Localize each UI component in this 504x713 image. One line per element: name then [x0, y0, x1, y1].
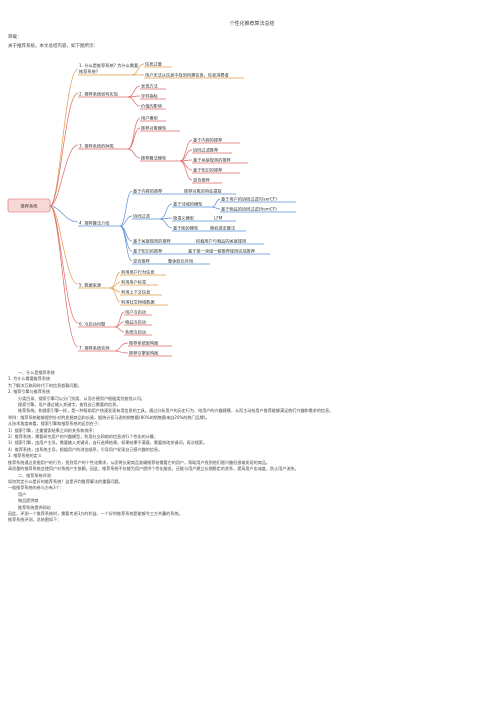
page-title: 个性化推荐算法总结 [229, 21, 275, 27]
b3-child-3: 推荐算法模型 [141, 155, 166, 162]
b1-child-2: 用户无法从信息中找到所需信息，信息消费者 [145, 72, 229, 79]
body-line: 推荐系统提供网站 [18, 504, 51, 510]
branch-4-algorithms: 4. 推荐算法介绍 [79, 220, 109, 227]
branch-1-what: 1. 什么是推荐系统? 为什么需要推荐系统? [79, 62, 138, 75]
body-line: 物品提供商 [18, 498, 39, 504]
branch-3-types: 3. 推荐系统的种类 [79, 143, 114, 150]
body-line: 搜索引擎。用户通过输入关键字，查找自己需要的信息。 [18, 402, 121, 408]
b3-d4: 基于知识的推荐 [193, 167, 222, 174]
body-line: 从技术角度来看，搜索引擎和推荐系统的区别在于： [8, 421, 103, 427]
b6-c1: 用户冷启动 [125, 309, 146, 316]
b4-c1: 基于内容的推荐 [133, 188, 162, 195]
b4-c5b: 整体取长补短 [168, 258, 193, 265]
b2-child-1: 发现方法 [141, 83, 158, 90]
branch-6-coldstart: 6. 冷启动问题 [79, 321, 106, 328]
body-line: 高质量的推荐系统会使用户对系统产生依赖。因此，推荐系统不仅能为用户提供个性化服务… [8, 466, 299, 472]
b4-d3: 基于图的模型 [173, 225, 198, 232]
b3-child-2: 推荐对象模型 [141, 125, 166, 132]
body-line: 为了解决互联网时代下的信息超载问题。 [8, 382, 82, 388]
b5-c4: 利用社交网络数据 [121, 299, 155, 306]
b4-c1b: 推荐对象的特征提取 [184, 188, 223, 195]
mindmap: 推荐系统 1. 什么是推荐系统? 为什么需要推荐系统? 信息过载 用户无法从信息… [0, 46, 504, 362]
branch-7-examples: 7. 推荐系统实例 [79, 345, 109, 352]
b4-c2: 协同过滤 [133, 213, 151, 220]
b7-c1: 推荐系统架构图 [129, 340, 158, 347]
body-line: 推荐系统。和搜索引擎一样，是一种帮助用户快速发现有用信息的工具。通过分析用户的历… [18, 408, 334, 414]
body-line: 3. 推荐系统的定义 [8, 453, 42, 459]
b6-c2: 物品冷启动 [125, 319, 146, 326]
b5-c3: 利用上下文信息 [121, 289, 150, 296]
body-line: 如何判定什么是好的推荐系统？这是评判推荐算法的重要问题。 [8, 478, 123, 484]
body-line: 4）推荐系统，由系统主导，根据用户的浏览顺序，引导用户发现自己感兴趣的信息。 [8, 446, 163, 452]
b3-d2: 协同过滤推荐 [193, 147, 218, 154]
b7-c2: 推荐引擎架构图 [129, 350, 158, 357]
body-line: 分类目录、搜索引擎可以分门别类、从而方便用户根据类别查找公司。 [18, 395, 145, 401]
b4-d1a: 基于用户的协同过滤(UserCF) [221, 196, 277, 203]
body-line: 推荐系统通过发掘用户的行为，找到用户的个性化需求，从而将长尾商品准确推荐给需要它… [8, 459, 270, 465]
b4-c5: 混合推荐 [133, 258, 150, 265]
body-line: 1）搜索引擎，注重搜索结果之间的关系和排序； [8, 427, 97, 433]
b4-d3a: 随机游走算法 [210, 225, 235, 232]
mindmap-root-box [7, 198, 51, 213]
body-line: 举例：推荐系统能够提供针对的发掘商品和长尾，据统计亚马逊的销售额(80%的销售额… [8, 414, 210, 420]
body-line: 一般推荐系统的参与方有3个： [8, 485, 64, 491]
b3-d1: 基于内容的推荐 [193, 137, 222, 144]
b4-d2a: LFM [214, 216, 223, 221]
b1-child-1: 信息过载 [145, 61, 163, 68]
body-line: 一、什么是推荐系统 [18, 370, 55, 375]
b4-c4: 基于知识的推荐 [133, 248, 162, 255]
body-line: 因此，评测一个推荐系统时，需要考虑3方的利益，一个好的推荐系统是能够令三方共赢的… [8, 510, 183, 516]
b4-d1: 基于邻域的模型 [173, 201, 202, 208]
b4-c3: 基于关联规则的推荐 [133, 238, 171, 245]
b5-c2: 利用用户标签 [121, 279, 147, 286]
b6-c3: 系统冷启动 [125, 329, 146, 336]
b4-d1b: 基于物品的协同过滤(ItemCF) [221, 206, 277, 213]
intro-text: 关于推荐系统，本文总结内容，如下图所示： [8, 44, 98, 49]
branch-2-how: 2. 推荐系统如何实现 [79, 91, 118, 98]
body-line: 用户 [18, 491, 27, 497]
b2-child-2: 评判指标 [141, 93, 158, 100]
body-line: 推荐系统评测，总结图如下： [8, 517, 62, 523]
b2-child-3: 价值的影响 [141, 103, 162, 110]
b5-c1: 利用用户行为信息 [121, 269, 155, 276]
b3-d3: 基于关联规则的推荐 [193, 157, 231, 164]
body-line: 3）搜索引擎，由用户主导，需要输入关键词，自行选择结果。如果结果不满意，需要修改… [8, 440, 208, 446]
b3-d5: 混合推荐 [193, 177, 210, 184]
b4-c3b: 挖掘用户与物品的关联规则 [196, 238, 246, 245]
body-line: 1. 为什么需要推荐系统 [8, 376, 51, 382]
branch-5-data: 5. 数据来源 [79, 282, 102, 289]
b4-d2: 隐语义模型 [173, 215, 194, 222]
mindmap-canvas: 推荐系统 1. 什么是推荐系统? 为什么需要推荐系统? 信息过载 用户无法从信息… [7, 61, 296, 357]
mindmap-root: 推荐系统 [21, 203, 38, 210]
body-line: 2）推荐系统，需要研究用户的兴趣模型，利用社交网络的信息进行个性化的计算； [8, 434, 158, 440]
b4-c4b: 基于某一领域一套推荐规则完成推荐 [188, 248, 255, 255]
body-line: 2. 推荐引擎与推荐系统 [8, 389, 51, 395]
author-label: 转载： [8, 35, 22, 40]
b3-child-1: 用户模型 [141, 115, 158, 122]
body-line: 二、推荐系统评测 [18, 472, 51, 478]
